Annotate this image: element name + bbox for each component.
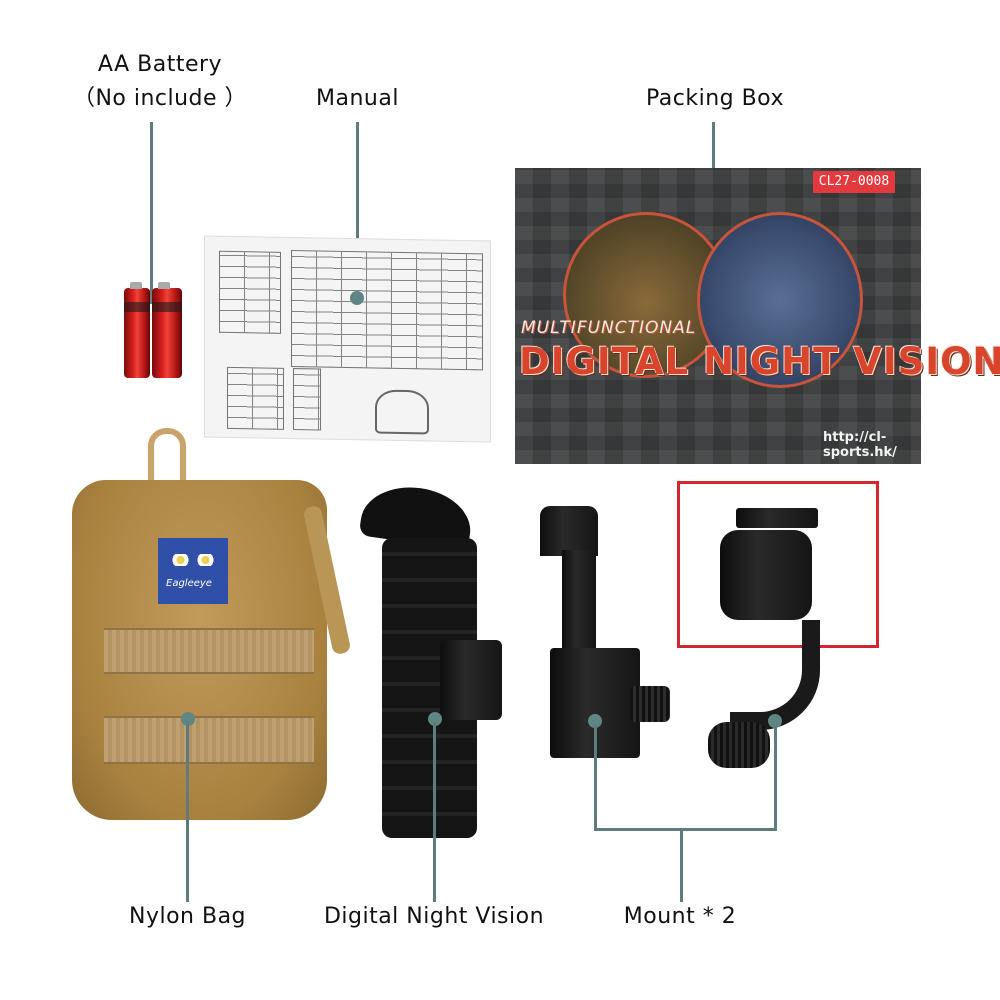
manual-leader-line [356,122,359,297]
brand-name: Eagleeye [166,578,212,589]
molle-webbing-bottom [104,716,314,764]
helmet-mount-body [562,550,596,660]
manual-label: Manual [316,86,399,111]
molle-webbing-top [104,628,314,674]
packing-box: CL27-0008 MULTIFUNCTIONAL DIGITAL NIGHT … [515,168,1000,464]
j-arm-screw-base [708,722,770,768]
j-arm-mount-top [736,508,818,528]
helmet-mount-arm [540,506,598,556]
packing-box-leader-line [712,122,715,168]
night-vision-label: Digital Night Vision [323,904,545,929]
night-vision-leader-line [433,722,436,902]
monocular-side-housing [440,640,502,720]
night-vision-leader-dot [428,712,442,726]
aa-battery [152,282,182,378]
model-badge: CL27-0008 [813,171,895,193]
packing-box-label: Packing Box [645,86,784,111]
battery-label-line2: （No include ） [72,86,248,111]
mount-1-leader-line [594,726,597,830]
box-title: DIGITAL NIGHT VISION [519,340,1000,383]
box-url: http://cl-sports.hk/ [823,430,897,460]
nylon-bag-label: Nylon Bag [128,904,247,929]
nylon-bag-leader-line [186,722,189,902]
battery-label-line1: AA Battery [97,52,223,77]
user-manual [204,235,491,443]
mount-2-leader-line [774,726,777,830]
box-subtitle: MULTIFUNCTIONAL [521,318,697,338]
eagle-eyes-icon [168,554,218,566]
brand-patch: Eagleeye [158,538,228,604]
aa-battery [124,282,150,378]
deer-nightvision-circle [697,212,863,388]
mount-connector-line [594,828,777,831]
mount-label: Mount * 2 [623,904,737,929]
nylon-bag-leader-dot [181,712,195,726]
mount-2-leader-dot [768,714,782,728]
battery-leader-line [150,122,153,297]
mount-label-leader-line [680,830,683,902]
manual-leader-dot [350,291,364,305]
battery-label: AA Battery （No include ） [60,48,260,116]
mount-1-leader-dot [588,714,602,728]
mount-knob [630,686,670,722]
j-arm-mount-head [720,530,812,620]
